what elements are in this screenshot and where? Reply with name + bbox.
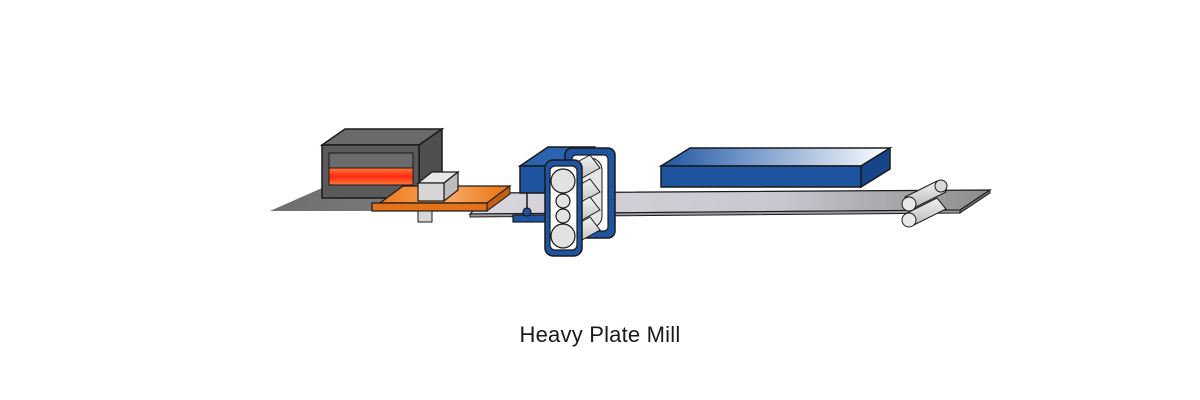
work-roll-lower xyxy=(555,208,571,224)
reheating-furnace xyxy=(319,127,445,200)
furnace-glow xyxy=(328,167,414,186)
descaler xyxy=(416,170,460,223)
work-roll-upper xyxy=(555,193,571,209)
work-roll-bottom xyxy=(550,223,576,249)
finished-plate xyxy=(658,146,893,189)
rolling-mill-stand xyxy=(512,146,616,257)
exit-rolls xyxy=(901,179,948,228)
diagram-caption: Heavy Plate Mill xyxy=(519,322,681,347)
work-roll-top xyxy=(550,168,576,194)
